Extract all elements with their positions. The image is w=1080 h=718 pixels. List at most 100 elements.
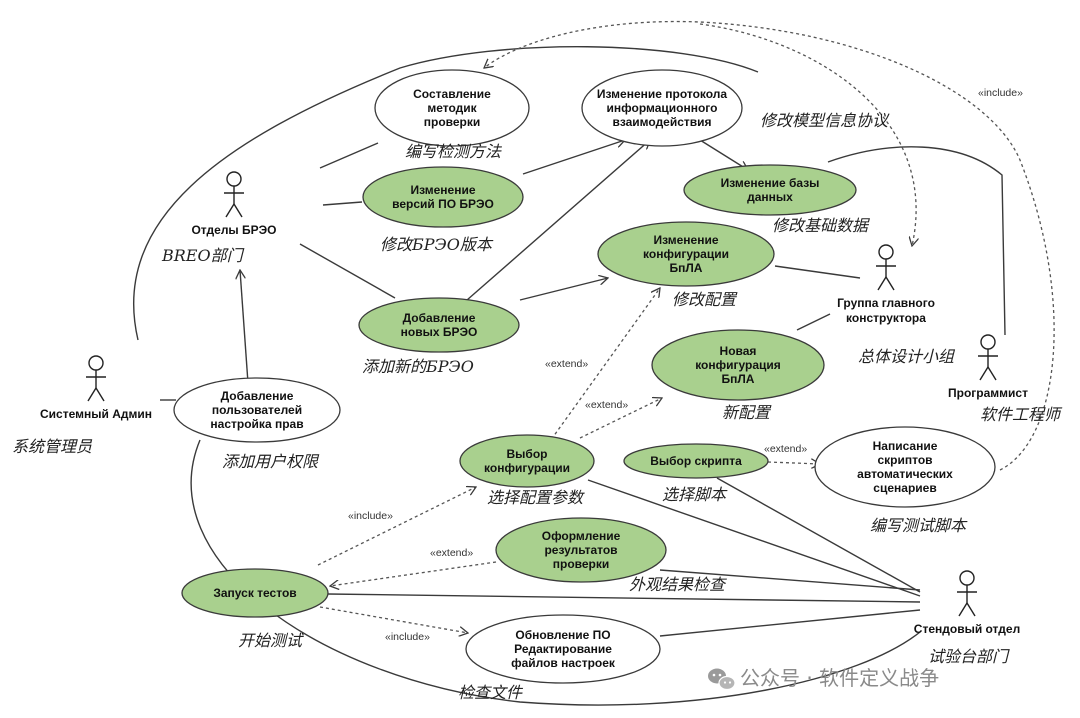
use-case-run-tests[interactable]: Запуск тестов — [181, 568, 329, 618]
use-case-label: сценариев — [873, 481, 936, 495]
use-case-label: Новая — [720, 344, 757, 358]
actor-name: Отделы БРЭО — [191, 223, 276, 237]
zh-uc8: 添加用户权限 — [222, 452, 320, 471]
use-case-label: Изменение — [410, 183, 475, 197]
use-case-label: Составление — [413, 87, 491, 101]
zh-a1: BREO部门 — [161, 246, 245, 265]
use-case-label: Оформление — [542, 529, 621, 543]
use-case-label: скриптов — [877, 453, 932, 467]
actor-figure — [233, 203, 243, 218]
use-case-label: Выбор скрипта — [650, 454, 742, 468]
use-case-label: новых БРЭО — [401, 325, 478, 339]
actor-figure — [877, 276, 887, 291]
actor-programmer[interactable]: Программист — [948, 334, 1028, 400]
stereotype-labels: «include» «extend» «extend» «extend» «in… — [348, 87, 1023, 643]
zh-a4: 软件工程师 — [980, 405, 1063, 424]
zh-uc6: 添加新的БРЭО — [362, 357, 474, 376]
stereotype-extend-3: «extend» — [764, 443, 807, 455]
use-case-ellipse — [651, 329, 825, 401]
use-case-ellipse — [581, 69, 743, 147]
use-case-label: Изменение базы — [721, 176, 820, 190]
use-case-label: результатов — [544, 543, 617, 557]
use-case-label: конфигурации — [643, 247, 729, 261]
zh-a3: 总体设计小组 — [858, 347, 956, 366]
zh-uc4: 修改基础数据 — [772, 216, 870, 235]
use-case-label: пользователей — [212, 403, 302, 417]
use-case-label: БпЛА — [670, 261, 703, 275]
actor-figure — [95, 387, 105, 402]
actor-name: конструктора — [846, 311, 926, 325]
use-case-label: БпЛА — [722, 372, 755, 386]
actor-system-admin[interactable]: Системный Админ — [40, 355, 152, 421]
use-case-ellipse — [459, 434, 595, 488]
use-case-ellipse — [814, 426, 996, 508]
associations — [133, 46, 1006, 706]
wechat-icon — [708, 668, 736, 691]
use-case-label: настройка прав — [210, 417, 303, 431]
use-case-label: данных — [747, 190, 793, 204]
stereotype-include-top: «include» — [978, 87, 1023, 99]
use-case-change-protocol[interactable]: Изменение протоколаинформационноговзаимо… — [581, 69, 743, 147]
zh-uc5: 修改配置 — [672, 290, 738, 309]
use-case-label: конфигурация — [695, 358, 781, 372]
watermark: 公众号 · 软件定义战争 — [708, 666, 939, 691]
watermark-text: 公众号 · 软件定义战争 — [740, 666, 939, 690]
actor-figure — [225, 203, 235, 218]
stereotype-extend-4: «extend» — [430, 547, 473, 559]
use-case-label: Запуск тестов — [213, 586, 296, 600]
actor-figure — [959, 570, 975, 586]
zh-a2: 系统管理员 — [12, 437, 93, 456]
use-case-ellipse — [683, 164, 857, 216]
zh-uc13: 开始测试 — [238, 631, 304, 650]
zh-uc14: 检查文件 — [458, 683, 524, 702]
use-case-label: методик — [427, 101, 477, 115]
use-case-label: Изменение — [653, 233, 718, 247]
actor-figure — [88, 355, 104, 371]
use-case-label: проверки — [553, 557, 610, 571]
use-case-select-script[interactable]: Выбор скрипта — [623, 443, 769, 479]
actor-figure — [87, 387, 97, 402]
chinese-annotations: 编写检测方法 修改模型信息协议 修改БРЭО版本 修改基础数据 修改配置 添加新… — [12, 111, 1063, 702]
use-case-label: проверки — [424, 115, 481, 129]
actor-figure — [980, 334, 996, 350]
use-case-label: автоматических — [857, 467, 953, 481]
use-case-label: Написание — [873, 439, 938, 453]
actor-test-bench-department[interactable]: Стендовый отдел — [914, 570, 1020, 636]
stereotype-include-1: «include» — [348, 510, 393, 522]
actor-figure — [878, 244, 894, 260]
use-case-ellipse — [181, 568, 329, 618]
use-case-ellipse — [495, 517, 667, 583]
dependencies — [317, 20, 1055, 633]
stereotype-extend-1: «extend» — [545, 358, 588, 370]
actor-figure — [979, 366, 989, 381]
zh-a5: 试验台部门 — [928, 647, 1010, 666]
use-case-ellipse — [465, 614, 661, 684]
actor-avionics-departments[interactable]: Отделы БРЭО — [191, 171, 277, 237]
use-case-label: конфигурации — [484, 461, 570, 475]
use-case-ellipse — [358, 297, 520, 353]
zh-uc3: 修改БРЭО版本 — [380, 235, 494, 254]
actor-name: Программист — [948, 386, 1028, 400]
actor-name: Стендовый отдел — [914, 622, 1020, 636]
actor-name: Группа главного — [837, 296, 935, 310]
stereotype-include-2: «include» — [385, 631, 430, 643]
zh-uc7: 新配置 — [722, 403, 772, 422]
actor-name: Системный Админ — [40, 407, 152, 421]
use-case-label: Редактирование — [514, 642, 612, 656]
use-case-label: файлов настроек — [511, 656, 616, 670]
use-case-label: информационного — [607, 101, 718, 115]
zh-uc2: 修改模型信息协议 — [760, 111, 890, 130]
